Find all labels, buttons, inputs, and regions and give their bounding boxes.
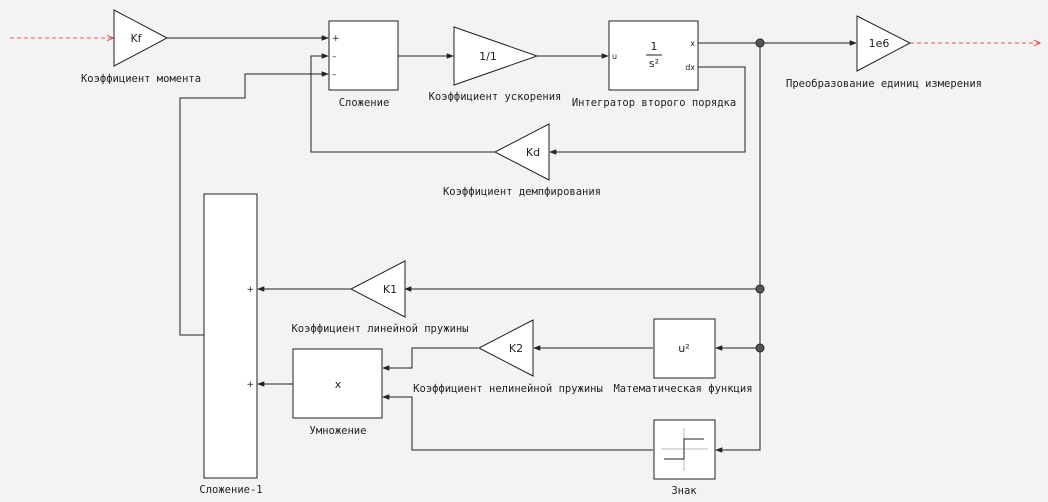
- k2-gain-value: K2: [509, 342, 523, 355]
- kf-gain-label: Коэффициент момента: [81, 73, 201, 85]
- convert-gain-label: Преобразование единиц измерения: [786, 78, 982, 90]
- k1-gain-value: K1: [383, 283, 397, 296]
- accel-gain-label: Коэффициент ускорения: [429, 91, 562, 103]
- integrator-out-x-port: x: [690, 39, 695, 48]
- multiply-label: Умножение: [310, 425, 367, 437]
- wire-dx-to-kd[interactable]: [549, 66, 746, 155]
- integrator-label: Интегратор второго порядка: [572, 97, 736, 109]
- integrator-denominator: s²: [649, 57, 659, 70]
- math-function-value: u²: [678, 342, 689, 355]
- wire-sum1-to-sum[interactable]: [179, 71, 329, 336]
- branch-node-x[interactable]: [755, 38, 765, 48]
- accel-gain-block[interactable]: 1/1 Коэффициент ускорения: [429, 26, 562, 103]
- kf-gain-block[interactable]: Kf Коэффициент момента: [81, 9, 201, 85]
- damping-gain-block[interactable]: Kd Коэффициент демпфирования: [443, 123, 601, 198]
- accel-gain-value: 1/1: [479, 50, 497, 63]
- math-function-label: Математическая функция: [613, 383, 752, 395]
- sign-step-icon: [661, 428, 708, 471]
- multiply-value: x: [335, 378, 342, 391]
- damping-gain-label: Коэффициент демпфирования: [443, 186, 601, 198]
- wire-sign-to-multiply[interactable]: [382, 394, 653, 451]
- sum1-block[interactable]: + + Сложение-1: [199, 193, 263, 496]
- sum-sign-2: –: [332, 52, 337, 62]
- convert-gain-block[interactable]: 1e6 Преобразование единиц измерения: [786, 15, 982, 90]
- integrator-out-dx-port: dx: [685, 63, 695, 72]
- k1-gain-block[interactable]: K1 Коэффициент линейной пружины: [291, 260, 469, 335]
- k2-gain-label: Коэффициент нелинейной пружины: [413, 383, 603, 395]
- multiply-block[interactable]: x Умножение: [292, 348, 383, 437]
- sum-sign-3: –: [332, 70, 337, 80]
- integrator-numerator: 1: [651, 40, 658, 53]
- sum-label: Сложение: [339, 97, 390, 109]
- k2-gain-block[interactable]: K2 Коэффициент нелинейной пружины: [413, 319, 603, 395]
- sign-block[interactable]: Знак: [653, 419, 716, 497]
- integrator-block[interactable]: 1 s² u x dx Интегратор второго порядка: [572, 20, 736, 109]
- wire-kd-to-sum[interactable]: [310, 53, 495, 153]
- sum1-sign-1: +: [246, 285, 254, 295]
- wire-x-trunk-to-sign[interactable]: [715, 43, 761, 453]
- kf-gain-value: Kf: [130, 32, 142, 45]
- convert-gain-value: 1e6: [869, 37, 890, 50]
- integrator-in-port: u: [612, 52, 617, 61]
- sum1-label: Сложение-1: [199, 484, 262, 496]
- damping-gain-value: Kd: [526, 146, 540, 159]
- k1-gain-label: Коэффициент линейной пружины: [291, 323, 468, 335]
- math-function-block[interactable]: u² Математическая функция: [613, 318, 753, 395]
- sum-sign-1: +: [332, 34, 340, 44]
- sign-label: Знак: [671, 485, 697, 497]
- branch-node-math[interactable]: [755, 343, 765, 353]
- sum1-sign-2: +: [246, 380, 254, 390]
- branch-node-k1[interactable]: [755, 284, 765, 294]
- wire-k2-to-multiply[interactable]: [382, 347, 478, 371]
- sum-block[interactable]: + – – Сложение: [328, 20, 399, 109]
